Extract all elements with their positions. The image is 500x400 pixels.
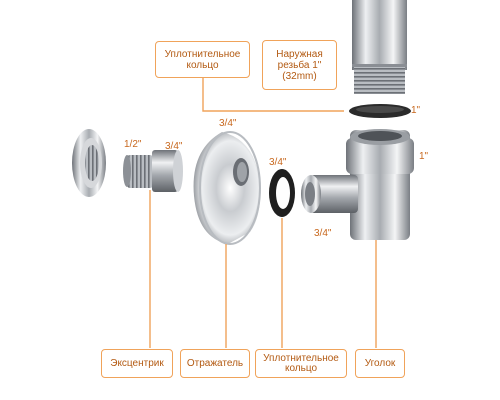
dim-ring-1in: 1": [411, 105, 421, 116]
seal-ring-middle: [269, 169, 295, 217]
dim-eccentric-half: 1/2": [124, 139, 142, 150]
dim-elbow-1in: 1": [419, 151, 429, 162]
label-seal-bottom: Уплотнительное кольцо: [255, 349, 347, 378]
label-reflector: Отражатель: [180, 349, 250, 378]
reflector-cone: [193, 131, 261, 245]
pipe-1in: [352, 0, 407, 94]
dim-ring-34: 3/4": [269, 157, 287, 168]
elbow-fitting: [301, 129, 414, 240]
label-elbow: Уголок: [355, 349, 405, 378]
eccentric-fitting: [123, 150, 183, 192]
label-thread: Наружная резьба 1" (32mm): [262, 40, 337, 90]
dim-reflector-34: 3/4": [219, 118, 237, 129]
dim-elbow-34: 3/4": [314, 228, 332, 239]
dim-eccentric-34: 3/4": [165, 141, 183, 152]
connector-lines: [149, 78, 377, 348]
eccentric-ring: [72, 129, 106, 197]
label-seal-top: Уплотнительное кольцо: [155, 41, 250, 78]
label-eccentric: Эксцентрик: [101, 349, 173, 378]
